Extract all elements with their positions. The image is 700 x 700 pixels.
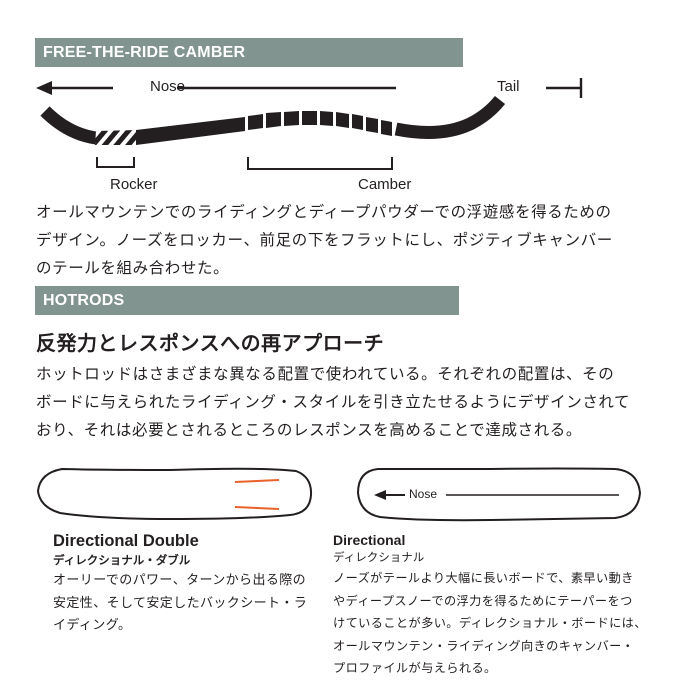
nose-label: Nose	[150, 78, 186, 95]
rocker-hatch	[95, 130, 136, 145]
shape-subtitle: ディレクショナル・ダブル	[53, 553, 191, 567]
hotrods-desc-line: ボードに与えられたライディング・スタイルを引き立たせるようにデザインされて	[36, 393, 631, 411]
shape-card-directional: Directional ディレクショナル ノーズがテールより大幅に長いボードで、…	[333, 532, 693, 680]
directional-double-board-outline	[36, 467, 313, 521]
shape-body-line: やディープスノーでの浮力を得るためにテーパーをつ	[333, 593, 633, 608]
camber-section	[248, 111, 392, 136]
shape-subtitle: ディレクショナル	[333, 550, 425, 564]
shape-body-line: 安定性、そして安定したバックシート・ラ	[53, 595, 308, 611]
hotrods-heading: 反発力とレスポンスへの再アプローチ	[36, 331, 385, 355]
tail-tip	[394, 95, 506, 139]
directional-nose-label: Nose	[409, 487, 438, 501]
shape-body-line: プロファイルが与えられる。	[333, 661, 497, 675]
camber-desc-line: のテールを組み合わせた。	[36, 259, 230, 277]
nose-tip	[40, 106, 98, 145]
hotrods-description: ホットロッドはさまざまな異なる配置で使われている。それぞれの配置は、その ボード…	[36, 360, 696, 444]
hotrods-desc-line: おり、それは必要とされるところのレスポンスを高めることで達成される。	[36, 421, 583, 439]
camber-desc-line: デザイン。ノーズをロッカー、前足の下をフラットにし、ポジティブキャンバー	[36, 231, 613, 249]
shape-card-directional-double: Directional Double ディレクショナル・ダブル オーリーでのパワ…	[53, 532, 333, 638]
section-header-hotrods: HOTRODS	[35, 286, 459, 315]
nose-direction-arrow-icon	[36, 81, 113, 95]
hotrods-desc-line: ホットロッドはさまざまな異なる配置で使われている。それぞれの配置は、その	[36, 365, 615, 383]
shape-body: ノーズがテールより大幅に長いボードで、素早い動き やディープスノーでの浮力を得る…	[333, 567, 693, 680]
hotrod-line-bottom	[234, 506, 280, 510]
shape-title: Directional Double	[53, 532, 199, 550]
rocker-label: Rocker	[110, 176, 158, 193]
shape-body: オーリーでのパワー、ターンから出る際の 安定性、そして安定したバックシート・ラ …	[53, 570, 333, 638]
camber-label: Camber	[358, 176, 412, 193]
camber-profile-diagram	[36, 78, 583, 170]
section-header-camber: FREE-THE-RIDE CAMBER	[35, 38, 463, 67]
shape-title: Directional	[333, 532, 406, 548]
camber-bracket	[247, 157, 393, 170]
hotrod-line-top	[234, 479, 280, 483]
rocker-bracket	[96, 157, 135, 168]
shape-body-line: オールマウンテン・ライディング向きのキャンバー・	[333, 638, 635, 653]
camber-description: オールマウンテンでのライディングとディープパウダーでの浮遊感を得るための デザイ…	[36, 198, 696, 282]
directional-nose-arrow-icon	[374, 490, 405, 500]
shape-body-line: オーリーでのパワー、ターンから出る際の	[53, 573, 307, 588]
board-outlines	[36, 467, 642, 522]
tail-label: Tail	[497, 78, 520, 95]
shape-body-line: けていることが多い。ディレクショナル・ボードには、	[333, 616, 647, 630]
camber-desc-line: オールマウンテンでのライディングとディープパウダーでの浮遊感を得るための	[36, 203, 612, 221]
shape-body-line: ノーズがテールより大幅に長いボードで、素早い動き	[333, 571, 634, 585]
flat-section	[136, 117, 245, 145]
shape-body-line: イディング。	[53, 618, 132, 633]
